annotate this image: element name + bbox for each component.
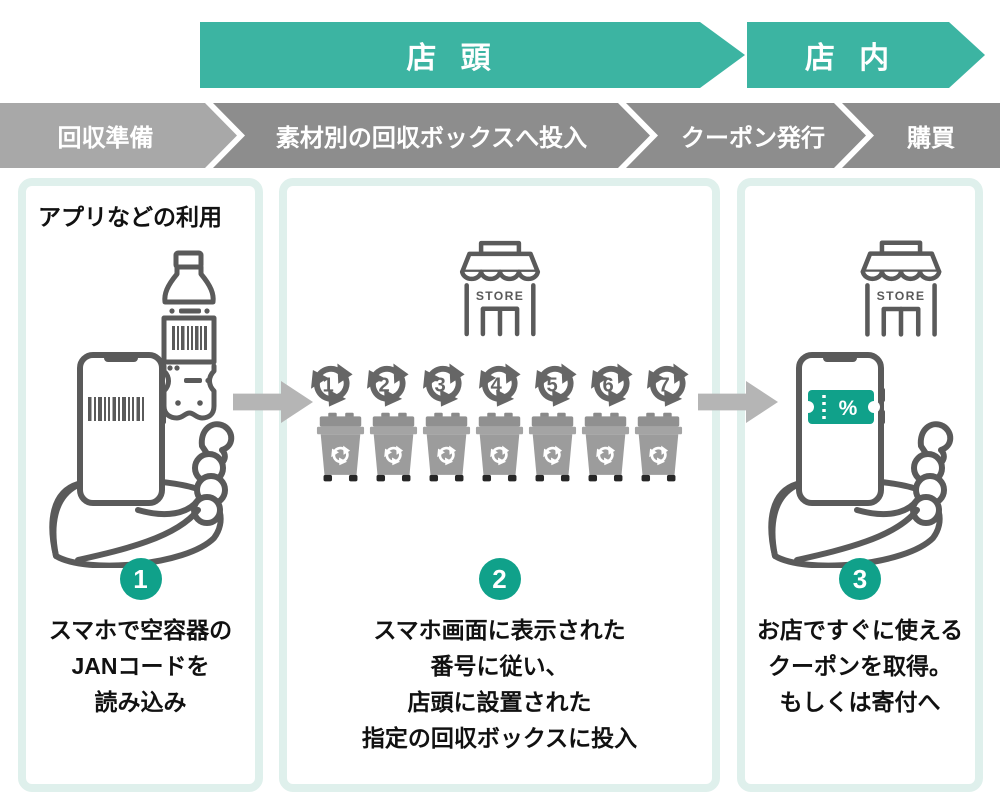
store-sign-label: STORE	[877, 289, 926, 303]
svg-text:1: 1	[322, 374, 333, 396]
process-step-label: 回収準備	[57, 125, 154, 152]
trash-bin-icon	[528, 412, 577, 483]
coupon-percent-label: %	[839, 397, 858, 420]
process-step-dropoff: 素材別の回収ボックスへ投入	[213, 103, 650, 168]
recycle-symbol-6-icon: 6	[584, 355, 639, 409]
trash-bin-icon	[581, 412, 630, 483]
smartphone-coupon-illustration: %	[745, 238, 975, 568]
svg-text:2: 2	[378, 374, 389, 396]
smartphone-in-hand-icon	[771, 352, 950, 566]
store-icon: STORE	[455, 240, 545, 338]
recycle-numbers-row: 1 2 3 4 5 6 7	[287, 355, 712, 409]
panel-1-heading: アプリなどの利用	[38, 204, 222, 230]
trash-bin-icon	[316, 412, 365, 483]
caption-line: スマホ画面に表示された	[373, 617, 626, 643]
caption-line: クーポンを取得。	[768, 653, 952, 679]
panel-1-caption: スマホで空容器の JANコードを 読み込み	[26, 612, 255, 720]
caption-line: 指定の回収ボックスに投入	[361, 725, 638, 751]
banner-instore: 店 内	[747, 22, 985, 88]
panel-step-3: STORE % 3 お店ですぐに使える クーポンを取得。 もしくは寄付へ	[737, 178, 983, 792]
store-sign-label: STORE	[475, 289, 523, 303]
process-step-coupon: クーポン発行	[626, 103, 866, 168]
svg-text:5: 5	[546, 374, 557, 396]
smartphone-barcode-scan-illustration	[26, 250, 255, 568]
caption-line: もしくは寄付へ	[779, 689, 941, 715]
trash-bin-icon	[369, 412, 418, 483]
bottle-barcode	[172, 326, 207, 350]
trash-bin-icon	[634, 412, 683, 483]
recycle-symbol-5-icon: 5	[528, 355, 583, 409]
panel-3-caption: お店ですぐに使える クーポンを取得。 もしくは寄付へ	[745, 612, 975, 720]
trash-bin-icon	[422, 412, 471, 483]
recycle-symbol-2-icon: 2	[360, 355, 415, 409]
recycle-symbol-4-icon: 4	[472, 355, 527, 409]
step-number-badge-2: 2	[478, 558, 521, 600]
panel-step-1: アプリなどの利用	[18, 178, 263, 792]
store-icon: STORE	[855, 240, 947, 338]
recycle-symbol-1-icon: 1	[304, 355, 359, 409]
panel-2-caption: スマホ画面に表示された 番号に従い、 店頭に設置された 指定の回収ボックスに投入	[287, 612, 712, 756]
banner-storefront-label: 店 頭	[406, 42, 499, 75]
panel-step-2: STORE 1 2 3 4 5 6 7	[279, 178, 720, 792]
process-step-preparation: 回収準備	[0, 103, 237, 168]
process-step-label: クーポン発行	[681, 125, 825, 152]
caption-line: スマホで空容器の	[48, 617, 233, 643]
coupon-icon: %	[802, 390, 880, 424]
banner-storefront: 店 頭	[200, 22, 745, 88]
bottle-detail-marks	[167, 308, 211, 406]
process-step-purchase: 購買	[842, 103, 1000, 168]
step-number-badge-1: 1	[119, 558, 162, 600]
caption-line: お店ですぐに使える	[756, 617, 964, 643]
step-number-badge-3: 3	[839, 558, 881, 600]
caption-line: JANコードを	[71, 653, 210, 679]
caption-line: 店頭に設置された	[407, 689, 592, 715]
banner-instore-label: 店 内	[804, 42, 898, 75]
svg-text:4: 4	[490, 374, 502, 396]
recycle-symbol-7-icon: 7	[640, 355, 695, 409]
recycle-symbol-3-icon: 3	[416, 355, 471, 409]
caption-line: 番号に従い、	[430, 653, 569, 679]
caption-line: 読み込み	[94, 689, 187, 715]
svg-text:7: 7	[658, 374, 669, 396]
collection-bins-row	[287, 412, 712, 483]
process-step-label: 購買	[907, 125, 955, 152]
svg-text:3: 3	[434, 374, 445, 396]
process-step-label: 素材別の回収ボックスへ投入	[275, 125, 588, 152]
trash-bin-icon	[475, 412, 524, 483]
phone-screen-barcode	[88, 397, 144, 421]
svg-text:6: 6	[602, 374, 613, 396]
